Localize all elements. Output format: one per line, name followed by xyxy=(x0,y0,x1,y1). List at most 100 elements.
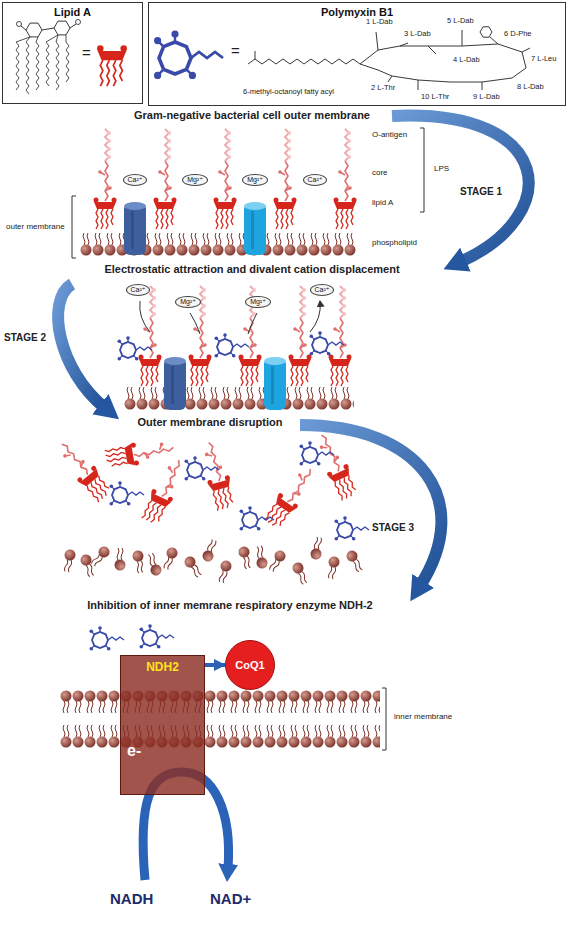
outer-membrane-disrupted xyxy=(300,441,335,465)
outer-membrane-binding xyxy=(310,331,345,355)
outer-membrane-binding xyxy=(164,357,186,410)
outer-membrane-disrupted xyxy=(182,554,204,579)
stage-arrows xyxy=(58,116,529,586)
node-text: Ca²⁺ xyxy=(315,286,330,294)
polymyxin-structure xyxy=(154,30,223,79)
lipid-a-structure xyxy=(76,20,81,25)
polymyxin-structure xyxy=(360,44,526,82)
outer-membrane-disrupted xyxy=(132,550,147,574)
polymyxin-structure xyxy=(154,27,530,90)
node-text: Ca²⁺ xyxy=(308,176,323,184)
outer-membrane-binding xyxy=(124,386,354,410)
outer-membrane-disrupted xyxy=(201,538,219,563)
stage-heading: Inhibition of inner memrane respiratory … xyxy=(87,599,372,612)
residue-label: 9 L-Dab xyxy=(472,93,501,102)
outer-membrane-intact xyxy=(154,129,177,229)
outer-membrane-binding xyxy=(118,336,153,360)
cation-ellipse: Ca²⁺ xyxy=(126,284,151,296)
outer-membrane-disrupted xyxy=(267,548,288,573)
outer-membrane-disrupted xyxy=(104,436,175,470)
outer-membrane-intact xyxy=(72,128,424,258)
outer-membrane-disrupted xyxy=(240,506,275,530)
residue-label: 1 L-Dab xyxy=(365,18,394,27)
outer-membrane-disrupted xyxy=(53,437,114,504)
node-text: Ca²⁺ xyxy=(131,286,146,294)
stage-arrows xyxy=(58,284,105,408)
part-label: core xyxy=(372,168,388,177)
outer-membrane-intact xyxy=(274,129,297,229)
quinone-circle: CoQ1 xyxy=(225,640,275,690)
stage-heading: Electrostatic attraction and divalent ca… xyxy=(104,263,399,276)
stage-label: STAGE 2 xyxy=(4,332,46,344)
outer-membrane-disrupted xyxy=(115,548,126,571)
outer-membrane-intact xyxy=(244,202,266,255)
residue-label: 5 L-Dab xyxy=(446,17,475,26)
cation-ellipse: Ca²⁺ xyxy=(310,284,335,296)
lipid-a-structure xyxy=(26,23,42,37)
enzyme-box: NDH2 xyxy=(120,655,205,795)
outer-membrane-binding xyxy=(124,386,354,410)
cation-ellipse: Mg²⁺ xyxy=(242,174,268,186)
lipid-a-structure xyxy=(17,22,22,27)
outer-membrane-disrupted xyxy=(161,546,179,571)
outer-membrane-disrupted xyxy=(326,556,341,580)
residue-label: 2 L-Thr xyxy=(370,84,396,93)
cofactor-label: NADH xyxy=(110,890,153,907)
residue-label: 10 L-Thr xyxy=(420,93,450,102)
outer-membrane-disrupted xyxy=(139,455,189,526)
cation-ellipse: Mg²⁺ xyxy=(175,296,201,308)
part-label: inner membrane xyxy=(394,712,452,721)
cation-ellipse: Ca²⁺ xyxy=(303,174,328,186)
node-text: Mg²⁺ xyxy=(180,298,196,306)
outer-membrane-intact xyxy=(80,232,356,256)
outer-membrane-disrupted xyxy=(262,462,320,531)
lipid-a-structure xyxy=(54,21,70,35)
outer-membrane-intact xyxy=(124,202,146,255)
outer-membrane-disrupted xyxy=(310,536,325,560)
residue-label: 3 L-Dab xyxy=(403,30,432,39)
residue-label: 6-methyl-octanoyl fatty acyl xyxy=(242,88,335,97)
cation-ellipse: Ca²⁺ xyxy=(123,174,148,186)
polymyxin-structure xyxy=(480,27,492,37)
cation-ellipse: Mg²⁺ xyxy=(182,174,208,186)
outer-membrane-binding xyxy=(289,286,312,386)
equals-sign: = xyxy=(82,44,91,61)
stage-heading: Gram-negative bacterial cell outer membr… xyxy=(134,109,370,122)
outer-membrane-binding xyxy=(140,301,321,334)
outer-membrane-disrupted xyxy=(185,456,220,480)
outer-membrane-intact xyxy=(80,232,356,256)
structure-panel: Lipid A xyxy=(2,2,143,104)
inner-membrane xyxy=(60,690,380,714)
part-label: O-antigen xyxy=(372,130,407,139)
node-text: Lipid A xyxy=(3,3,142,18)
stage-label: STAGE 3 xyxy=(372,522,414,534)
outer-membrane-disrupted xyxy=(110,481,145,505)
inner-membrane xyxy=(382,688,386,750)
outer-membrane-disrupted xyxy=(89,544,112,568)
outer-membrane-disrupted xyxy=(311,430,361,501)
node-text: Mg²⁺ xyxy=(250,298,266,306)
node-text: Mg²⁺ xyxy=(247,176,263,184)
outer-membrane-binding xyxy=(264,357,286,410)
outer-membrane-disrupted xyxy=(335,516,370,540)
outer-membrane-disrupted xyxy=(53,430,369,585)
residue-label: 6 D-Phe xyxy=(503,30,533,39)
part-label: lipid A xyxy=(372,198,393,207)
outer-membrane-binding xyxy=(329,286,352,386)
node-text: NDH2 xyxy=(121,656,204,674)
inner-membrane xyxy=(60,724,380,748)
equals-sign: = xyxy=(231,42,240,59)
node-text: Mg²⁺ xyxy=(187,176,203,184)
stage-arrows xyxy=(300,425,441,586)
stage-heading: Outer membrane disruption xyxy=(138,416,283,429)
outer-membrane-disrupted xyxy=(254,545,269,569)
residue-label: 7 L-Leu xyxy=(530,55,557,64)
outer-membrane-intact xyxy=(72,128,424,258)
electron-transfer-arrow xyxy=(205,663,225,667)
outer-membrane-binding xyxy=(139,286,162,386)
polymyxin-structure xyxy=(248,51,360,64)
part-label: LPS xyxy=(434,164,449,173)
polymyxin-structure xyxy=(376,30,530,90)
